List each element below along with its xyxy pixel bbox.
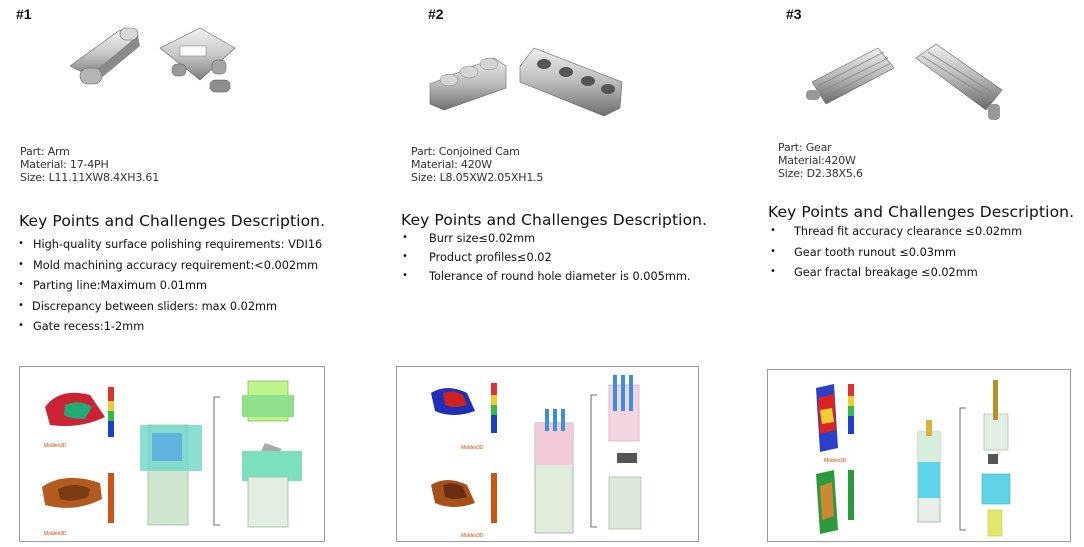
key-points-list: •Thread fit accuracy clearance ≤0.02mm •…: [770, 225, 1022, 287]
key-points-heading: Key Points and Challenges Description.: [768, 203, 1075, 221]
part-name: Part: Arm: [20, 145, 70, 158]
part-material: Material: 17-4PH: [20, 158, 109, 171]
key-point: •Parting line:Maximum 0.01mm: [18, 279, 207, 292]
part-specs: Part: Gear Material:420W Size: D2.38X5.6: [778, 141, 863, 180]
key-point: •Gear fractal breakage ≤0.02mm: [770, 266, 978, 279]
part-material: Material: 420W: [411, 158, 492, 171]
simulation-logo: Moldex3D: [44, 443, 67, 449]
key-point: •High-quality surface polishing requirem…: [18, 238, 323, 251]
simulation-logo: Moldex3D: [461, 533, 484, 539]
part-name: Part: Gear: [778, 141, 832, 154]
part-number: #2: [428, 6, 444, 22]
simulation-image: Moldex3D: [816, 380, 1011, 537]
part-size: Size: L8.05XW2.05XH1.5: [411, 171, 544, 184]
key-point: •Product profiles≤0.02: [402, 251, 552, 264]
key-point: •Tolerance of round hole diameter is 0.0…: [402, 270, 691, 283]
part-specs: Part: Arm Material: 17-4PH Size: L11.11X…: [20, 145, 159, 184]
mold-simulation-figure: Moldex3D Moldex3D: [396, 366, 699, 542]
part-size: Size: L11.11XW8.4XH3.61: [20, 171, 160, 184]
simulation-image: Moldex3D Moldex3D: [28, 373, 302, 537]
part-size: Size: D2.38X5.6: [778, 167, 863, 180]
part-column-1: #1 Part: Arm Material: 17-4PH Size: L11.…: [0, 0, 380, 547]
part-number: #3: [786, 6, 802, 22]
arm-part-image: [69, 27, 236, 93]
mold-simulation-figure: Moldex3D: [767, 369, 1071, 542]
simulation-logo: Moldex3D: [44, 531, 67, 537]
key-point: •Gear tooth runout ≤0.03mm: [770, 245, 956, 259]
key-points-list: •Burr size≤0.02mm •Product profiles≤0.02…: [402, 232, 690, 289]
simulation-logo: Moldex3D: [461, 445, 484, 451]
part-column-3: #3 Part: Gear Material:420W Size: D2.38X…: [762, 0, 1084, 547]
key-point: •Thread fit accuracy clearance ≤0.02mm: [770, 225, 1023, 238]
mold-simulation-figure: Moldex3D Moldex3D: [19, 366, 325, 542]
part-material: Material:420W: [778, 154, 856, 167]
simulation-image: Moldex3D Moldex3D: [431, 375, 642, 539]
key-point: •Mold machining accuracy requirement:<0.…: [18, 258, 319, 272]
part-number: #1: [16, 6, 32, 22]
part-specs: Part: Conjoined Cam Material: 420W Size:…: [411, 145, 543, 184]
key-point: •Discrepancy between sliders: max 0.02mm: [18, 299, 278, 313]
key-point: •Gate recess:1-2mm: [18, 320, 145, 333]
key-points-list: •High-quality surface polishing requirem…: [18, 238, 322, 341]
part-column-2: #2 Part: Conjoined Cam Material: 420W Si…: [382, 0, 760, 547]
part-name: Part: Conjoined Cam: [411, 145, 520, 158]
cam-part-image: [429, 47, 623, 117]
key-points-heading: Key Points and Challenges Description.: [401, 211, 708, 229]
key-point: •Burr size≤0.02mm: [402, 232, 536, 245]
simulation-logo: Moldex3D: [824, 458, 847, 464]
key-points-heading: Key Points and Challenges Description.: [19, 212, 326, 230]
gear-part-image: [806, 43, 1003, 120]
